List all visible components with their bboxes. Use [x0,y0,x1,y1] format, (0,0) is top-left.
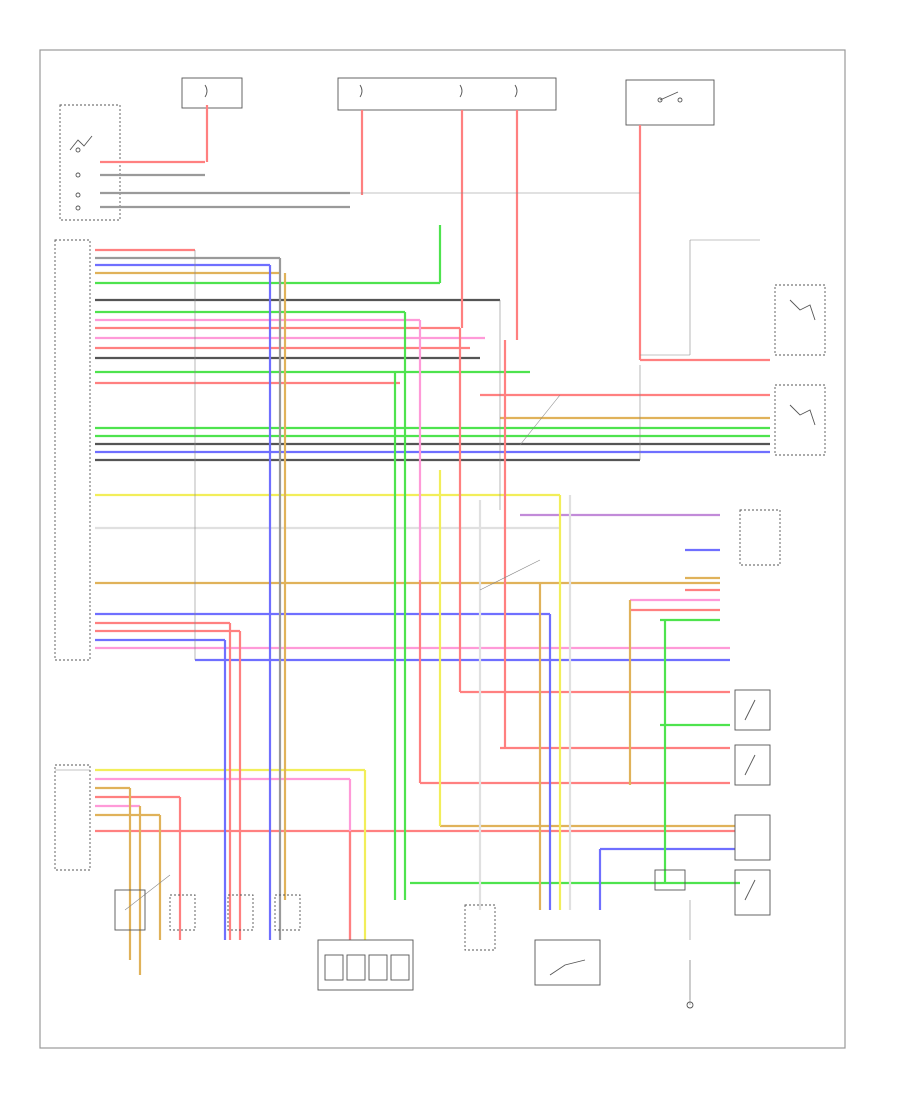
sensor-6 [734,814,771,861]
bottom-sensor-2 [169,894,196,931]
thin-lines [124,192,760,1000]
sensor-3 [739,509,781,566]
ignition-switch-box [625,79,715,126]
bottom-sensor-left [114,889,146,931]
relay-box [654,869,686,891]
sensor-4 [734,689,771,731]
sensor-2 [774,384,826,456]
top-components [59,77,715,221]
bottom-components [114,869,694,1009]
bottom-sensor-3 [227,894,254,931]
right-sensors [734,284,826,916]
diagram-border [39,49,846,1049]
vertical-wires [128,105,667,975]
fuse-box-2 [337,77,557,111]
ecm-connector-block [54,239,91,871]
bottom-sensor-mid [464,904,496,951]
throttle-sensor [534,939,601,986]
sensor-7 [734,869,771,916]
horizontal-wires [95,160,770,885]
sensor-1 [774,284,826,356]
bottom-sensor-4 [274,894,301,931]
injector-block [317,939,414,991]
fuse-box-1 [181,77,243,109]
sensor-5 [734,744,771,786]
